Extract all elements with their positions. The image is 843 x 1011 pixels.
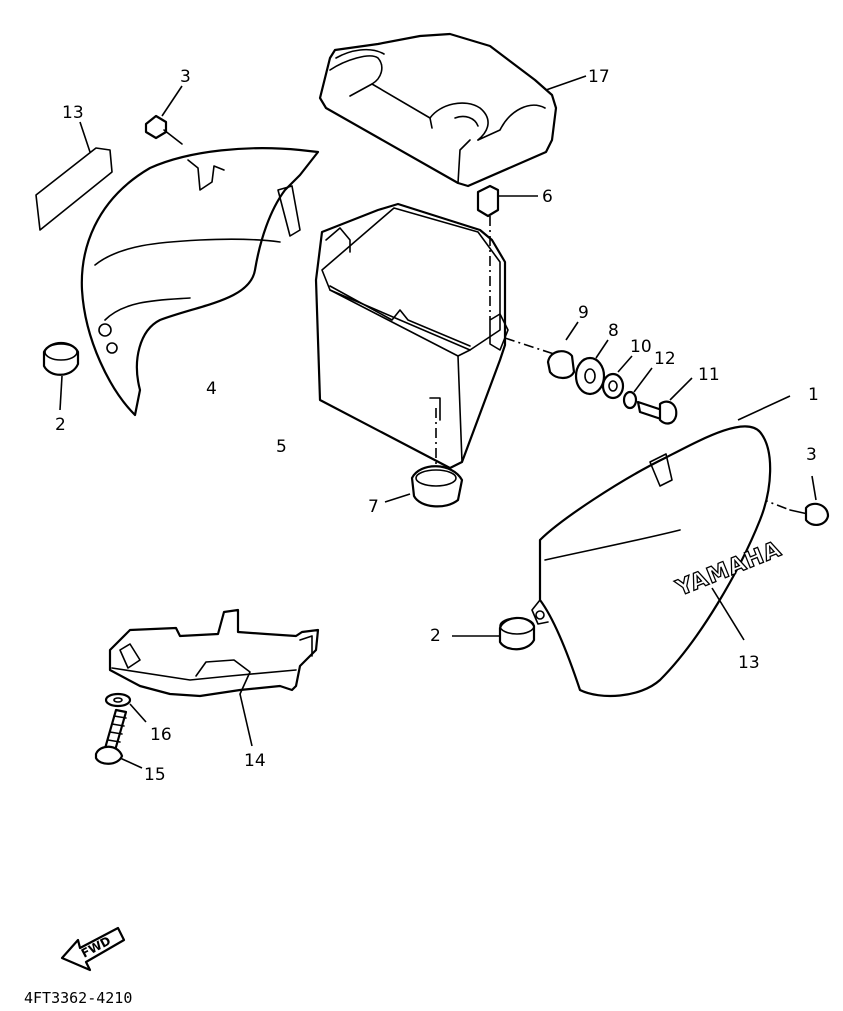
callout-8: 8 (608, 321, 619, 341)
callout-5: 5 (276, 437, 287, 457)
callout-2-left: 2 (55, 415, 66, 435)
callout-11: 11 (698, 365, 720, 385)
callout-7: 7 (368, 497, 379, 517)
callout-2-right: 2 (430, 626, 441, 646)
callout-9: 9 (578, 303, 589, 323)
callout-6: 6 (542, 187, 553, 207)
callout-3-right: 3 (806, 445, 817, 465)
diagram-code: 4FT3362-4210 (24, 989, 132, 1007)
collar-part-9 (546, 321, 579, 380)
grommet-part-8 (574, 339, 609, 396)
callout-15: 15 (144, 765, 166, 785)
fwd-arrow-icon: FWD (60, 926, 126, 972)
callout-14: 14 (244, 751, 266, 771)
callout-3-top: 3 (180, 67, 191, 87)
bolt-part-11 (636, 377, 693, 425)
grommet-part-7 (384, 465, 464, 508)
battery-box-part-5 (314, 202, 509, 470)
callout-13-right: 13 (738, 653, 760, 673)
bolt-part-15 (94, 708, 143, 769)
callout-12: 12 (654, 349, 676, 369)
left-side-cover-part-4 (80, 147, 320, 417)
callout-13-left: 13 (62, 103, 84, 123)
washer-part-10 (601, 355, 633, 400)
battery-cover-part-17 (318, 32, 558, 188)
clip-part-6 (476, 184, 538, 218)
screw-part-3-right (789, 475, 830, 526)
callout-17: 17 (588, 67, 610, 87)
damper-part-2-left (42, 341, 80, 411)
callout-4: 4 (206, 379, 217, 399)
right-side-cover-part-1: YAMAHA (531, 395, 791, 698)
screw-part-3-top (144, 85, 183, 145)
damper-part-2-right (452, 616, 536, 651)
lock-washer-part-12 (622, 367, 653, 410)
bracket-part-14 (108, 608, 320, 747)
callout-16: 16 (150, 725, 172, 745)
callout-10: 10 (630, 337, 652, 357)
callout-1: 1 (808, 385, 819, 405)
washer-part-16 (104, 692, 147, 723)
decal-part-13-left (35, 121, 113, 231)
